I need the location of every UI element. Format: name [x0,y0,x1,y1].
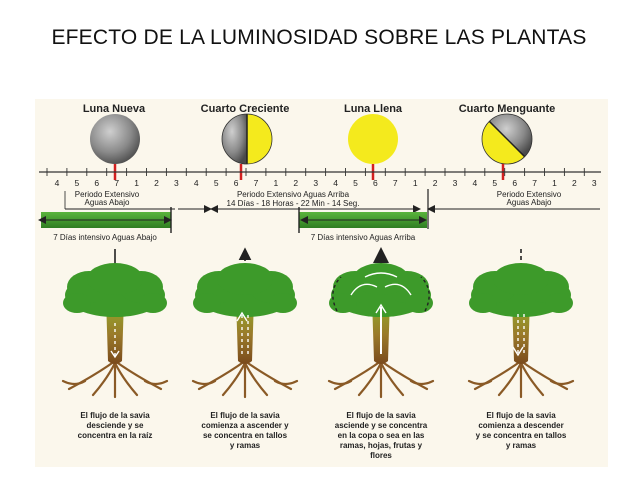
timeline-day-number: 4 [333,178,338,188]
timeline-day-number: 5 [75,178,80,188]
period-3-line1: Periodo Extensivo [497,190,562,199]
timeline-day-number: 4 [55,178,60,188]
tree-caption-line: El flujo de la savia [346,411,416,420]
timeline-day-number: 5 [214,178,219,188]
timeline-day-number: 7 [532,178,537,188]
sap-flow-marks [110,323,120,359]
tree-canopy [469,263,573,317]
tree-3 [327,263,435,399]
intensive-bar-up [298,207,427,233]
timeline-day-number: 2 [293,178,298,188]
timeline-day-number: 6 [234,178,239,188]
tree-caption-line: se concentra en tallos [203,431,288,440]
timeline-day-number: 7 [114,178,119,188]
first-quarter-moon-icon [221,113,273,165]
timeline-day-number: 7 [254,178,259,188]
timeline-day-number: 2 [154,178,159,188]
tree-caption-line: El flujo de la savia [210,411,280,420]
period-arrows [64,189,600,229]
timeline-day-number: 6 [373,178,378,188]
tree-caption-line: en la copa o sea en las [338,431,425,440]
tree-caption-line: El flujo de la savia [486,411,556,420]
tree-caption-line: asciende y se concentra [335,421,428,430]
tree-caption-line: comienza a descender [478,421,563,430]
sap-flow-marks [512,314,525,357]
timeline-day-number: 6 [94,178,99,188]
slide-title: EFECTO DE LA LUMINOSIDAD SOBRE LAS PLANT… [51,26,587,49]
timeline-day-number: 1 [134,178,139,188]
period-1-line1: Periodo Extensivo [75,190,140,199]
period-2-line2: 14 Días - 18 Horas - 22 Min - 14 Seg. [227,199,360,208]
tree-roots [191,359,299,399]
timeline-day-number: 4 [194,178,199,188]
tree-1 [61,263,169,399]
tree-roots [467,359,575,399]
tree-4 [467,263,575,399]
lunar-plant-diagram: Luna Nueva Cuarto Creciente Luna Llena C… [35,99,608,467]
new-moon-icon [90,114,140,164]
tree-caption-line: comienza a ascender y [201,421,289,430]
tree-roots [61,359,169,399]
timeline-day-number: 1 [552,178,557,188]
tree-canopy [193,263,297,317]
sap-flow-marks [332,272,430,354]
last-quarter-moon-icon [481,113,533,165]
tree-2 [191,263,299,399]
phase-label-new-moon: Luna Nueva [83,103,146,115]
phase-label-full-moon: Luna Llena [344,103,403,115]
period-1-line2: Aguas Abajo [85,198,130,207]
timeline-day-number: 5 [353,178,358,188]
intensive-label-down: 7 Días intensivo Aguas Abajo [53,233,157,242]
tree-caption-line: ramas, hojas, frutas y [340,441,423,450]
timeline-day-number: 1 [274,178,279,188]
tree-caption-line: desciende y se [87,421,144,430]
intensive-label-up: 7 Días intensivo Aguas Arriba [311,233,416,242]
full-moon-icon [348,114,398,164]
timeline-day-number: 2 [433,178,438,188]
timeline-day-number: 3 [592,178,597,188]
timeline-day-number: 3 [453,178,458,188]
timeline-day-number: 3 [313,178,318,188]
tree-canopy [63,263,167,317]
tree-roots [327,359,435,399]
period-3-line2: Aguas Abajo [507,198,552,207]
timeline-day-number: 3 [174,178,179,188]
sap-flow-marks [236,311,249,354]
timeline-day-number: 7 [393,178,398,188]
period-2-line1: Periodo Extensivo Aguas Arriba [237,190,350,199]
sap-flow-arrows [108,247,528,277]
timeline-axis: 4 5 6 7 1 2 3 4 5 6 7 1 2 3 4 5 6 7 1 2 3 4 5 6 7 1 2 3 [39,168,601,188]
tree-caption-line: concentra en la raíz [78,431,153,440]
phase-label-first-quarter: Cuarto Creciente [201,103,290,115]
tree-canopy [329,263,433,317]
timeline-day-number: 2 [572,178,577,188]
timeline-day-number: 1 [413,178,418,188]
timeline-day-number: 5 [492,178,497,188]
timeline-day-number: 6 [512,178,517,188]
tree-caption-line: flores [370,451,392,460]
timeline-day-number: 4 [473,178,478,188]
tree-caption-line: y se concentra en tallos [476,431,567,440]
tree-caption-line: El flujo de la savia [80,411,150,420]
phase-label-last-quarter: Cuarto Menguante [459,103,556,115]
tree-caption-line: y ramas [506,441,537,450]
intensive-bar-down [38,207,172,233]
tree-caption-line: y ramas [230,441,261,450]
